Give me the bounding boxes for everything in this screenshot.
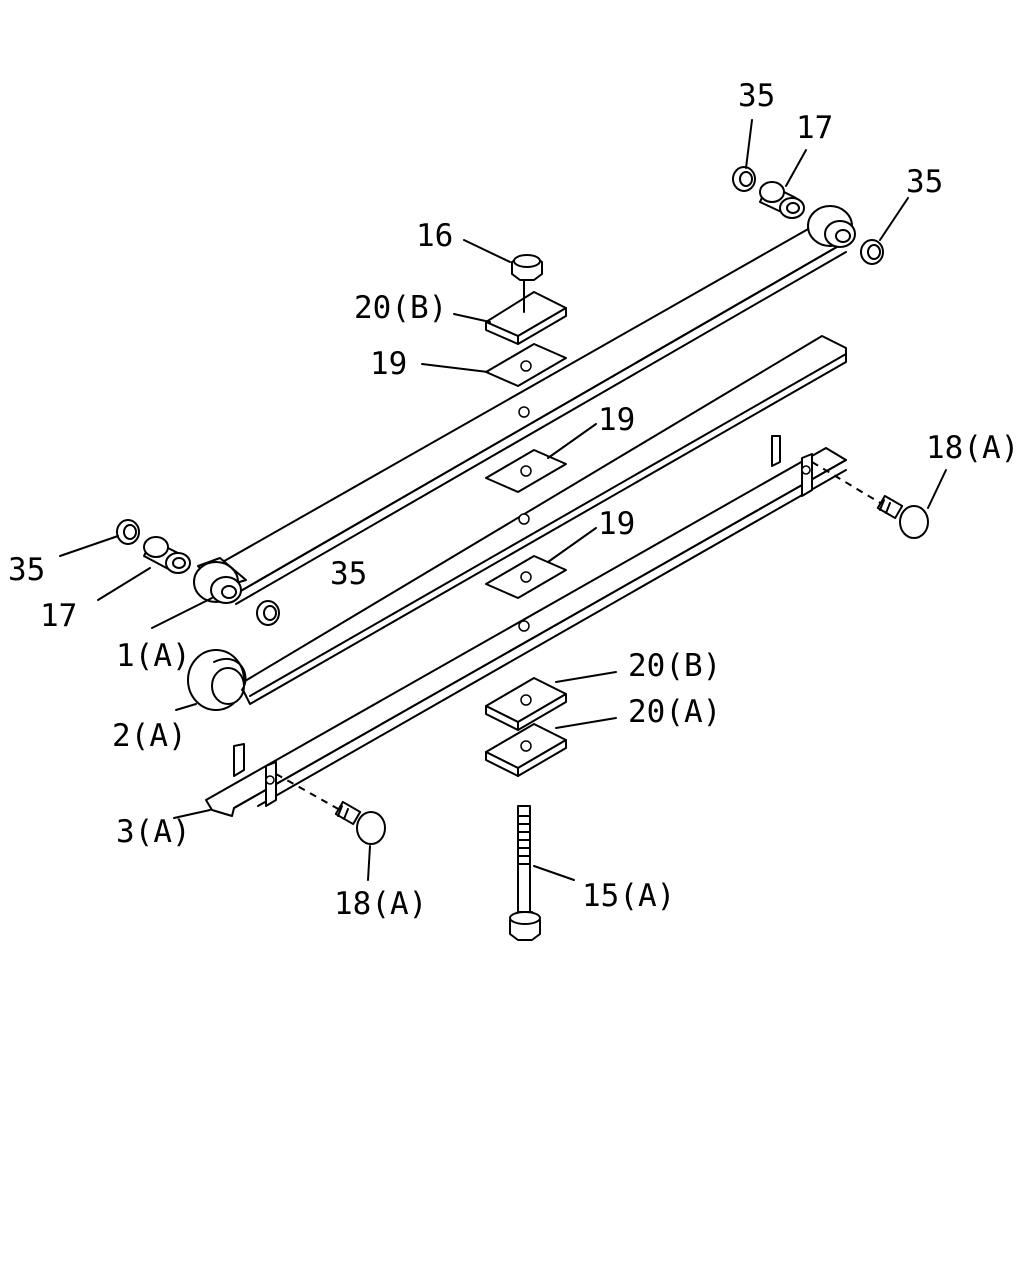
callout-17-top: 17 (796, 110, 833, 146)
callout-20b-lower: 20(B) (628, 648, 721, 684)
leaf-1 (193, 205, 856, 605)
callout-35-right: 35 (906, 164, 943, 200)
spacer-20b-top (485, 291, 567, 345)
clip-bolt-18a-right (876, 494, 929, 539)
leaf-3 (205, 435, 847, 817)
callout-20b-top: 20(B) (354, 290, 447, 326)
leaf-3-front-clip (233, 743, 277, 807)
callout-3a: 3(A) (116, 814, 191, 850)
washer-35-top (732, 166, 756, 192)
leaf-2-wrapped-eye (187, 649, 247, 711)
callout-2a: 2(A) (112, 718, 187, 754)
callout-labels: 35 17 35 16 20(B) 19 19 18(A) 19 35 35 1… (8, 78, 1019, 922)
callout-19-top: 19 (370, 346, 407, 382)
washer-35-right (860, 239, 884, 265)
leaf-1-front-eye (193, 557, 247, 604)
plate-19-mid-hole (520, 465, 532, 477)
callout-35-top: 35 (738, 78, 775, 114)
leader-lines (59, 119, 947, 881)
center-bolt-15a (509, 805, 541, 941)
plate-19-low-hole (520, 571, 532, 583)
callout-17-left: 17 (40, 598, 77, 634)
washer-35-left (116, 519, 140, 545)
callout-35-left: 35 (8, 552, 45, 588)
bushing-17-rear (759, 181, 805, 219)
plate-19-top-hole (520, 360, 532, 372)
callout-15a: 15(A) (582, 878, 675, 914)
callout-19-mid: 19 (598, 402, 635, 438)
callout-18a-right: 18(A) (926, 430, 1019, 466)
leaf-3-center-hole (518, 620, 530, 632)
callout-19-low: 19 (598, 506, 635, 542)
bushing-17-front (143, 536, 191, 574)
spacer-20b-lower (485, 677, 567, 731)
bolt-axis-right (811, 461, 883, 505)
leaf-2-center-hole (518, 513, 530, 525)
callout-35-center: 35 (330, 556, 367, 592)
spacer-20a (485, 723, 567, 777)
nut-16 (511, 254, 543, 281)
clip-bolt-18a-left (334, 800, 386, 845)
leaf-2 (187, 335, 847, 711)
callout-16: 16 (416, 218, 453, 254)
washer-35-center (256, 600, 280, 626)
callout-18a-left: 18(A) (334, 886, 427, 922)
leaf-1-rear-eye (807, 205, 856, 248)
leaf-3-rear-clip (771, 435, 813, 497)
callout-1a: 1(A) (116, 638, 191, 674)
callout-20a: 20(A) (628, 694, 721, 730)
leaf-1-center-hole (518, 406, 530, 418)
